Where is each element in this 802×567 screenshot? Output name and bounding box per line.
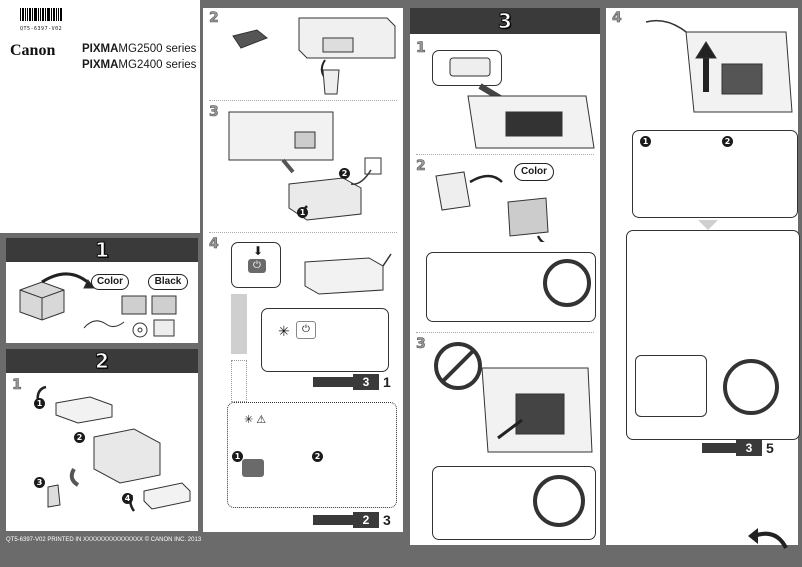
col2-substep-2: 2: [209, 10, 219, 27]
barcode: [20, 8, 62, 21]
lock-check-panel: [626, 230, 800, 440]
progress-down-arrow: [231, 294, 247, 354]
divider-1: [209, 100, 397, 101]
cartridge-holder-illustration: [449, 57, 595, 149]
step2-number: 2: [95, 349, 110, 374]
model-line-1: PIXMAMG2500 series: [82, 43, 196, 55]
step3-divider-1: [416, 154, 594, 155]
step1-number: 1: [95, 238, 110, 263]
step4-circle-2: 2: [722, 136, 733, 147]
model-line-1-rest: MG2500 series: [118, 43, 197, 55]
progress-dotted-arrow: [231, 360, 247, 402]
cartridge-unpack-illustration: [435, 171, 549, 242]
step2-circle-1: 1: [34, 398, 45, 409]
step3-substep-3: 3: [416, 336, 426, 353]
step1-header: 1: [6, 238, 198, 263]
power-light-panel: ✳ ⏻: [261, 308, 389, 372]
goto-step-2-3-box: 2: [353, 512, 379, 528]
goto-step-3-5[interactable]: 3 5: [702, 440, 798, 456]
step4-substep: 4: [612, 10, 622, 27]
column2-panel: 2 3 2 1 4 ⏻ ⬇: [203, 8, 403, 532]
arrow-down-icon: ⬇: [253, 244, 264, 258]
power-button[interactable]: ⏻: [248, 259, 266, 273]
step4-circle-1: 1: [640, 136, 651, 147]
turn-page-icon[interactable]: [746, 524, 790, 552]
box-unpack-illustration: [19, 272, 177, 338]
step4-panel: 4 1 2 3 5: [606, 8, 800, 549]
col2-circle-error-1: 1: [232, 451, 243, 462]
printer-open-illustration: [36, 385, 191, 512]
step3-header: 3: [410, 8, 600, 34]
insert-cartridge-illustration: [434, 342, 593, 453]
goto-step-3-1[interactable]: 3 1: [313, 374, 403, 390]
col2-circle-error-2: 2: [312, 451, 323, 462]
goto-step-3-5-sub: 5: [766, 440, 774, 456]
model-line-2-bold: PIXMA: [82, 59, 119, 71]
step2-header: 2: [6, 349, 198, 374]
goto-step-3-1-box: 3: [353, 374, 379, 390]
tape-removal-panel: [426, 252, 596, 322]
remove-tape-illustration: [232, 17, 396, 95]
error-lamp-panel: ✳ ⚠ 1 2: [227, 402, 397, 508]
goto-step-3-1-sub: 1: [383, 374, 391, 390]
step2-circle-4: 4: [122, 493, 133, 504]
col2-circle-step3-1: 1: [297, 207, 308, 218]
goto-step-2-3[interactable]: 2 3: [313, 512, 403, 528]
not-latched-icon: [723, 359, 779, 415]
step3-substep-1: 1: [416, 40, 426, 57]
goto-step-3-5-box: 3: [736, 440, 762, 456]
do-not-touch-icon: [543, 259, 591, 307]
step3-color-label: Color: [514, 163, 554, 181]
step3-panel: 3 1 2 Color 3: [410, 8, 600, 545]
model-line-1-bold: PIXMA: [82, 43, 119, 55]
model-line-2-rest: MG2400 series: [118, 59, 197, 71]
model-line-2: PIXMAMG2400 series: [82, 59, 196, 71]
brand-logo: Canon: [10, 42, 56, 59]
lock-cartridge-detail: [632, 130, 798, 218]
chevron-down-icon: [698, 220, 718, 230]
col2-substep-3: 3: [209, 104, 219, 121]
cover-panel: QT5-6397-V02 Canon PIXMAMG2500 series PI…: [0, 0, 200, 233]
step2-circle-3: 3: [34, 477, 45, 488]
close-cover-illustration: [645, 19, 793, 113]
black-label: Black: [148, 274, 188, 290]
col2-circle-step3-2: 2: [339, 168, 350, 179]
do-not-touch-icon-2: [533, 475, 585, 527]
barcode-text: QT5-6397-V02: [20, 26, 63, 32]
power-button-panel: ⏻ ⬇: [231, 242, 281, 288]
step2-circle-2: 2: [74, 432, 85, 443]
error-lamp-icon: ✳ ⚠: [244, 414, 267, 426]
latched-example: [635, 355, 707, 417]
goto-step-2-3-sub: 3: [383, 512, 391, 528]
divider-2: [209, 232, 397, 233]
printer-front-illustration: [304, 253, 392, 295]
footer-text: QT5-6397-V02 PRINTED IN XXXXXXXXXXXXXXX …: [6, 537, 202, 543]
resume-button[interactable]: [242, 459, 264, 477]
col2-substep-4: 4: [209, 236, 219, 253]
color-label: Color: [91, 274, 129, 290]
step3-substep-2: 2: [416, 158, 426, 175]
step3-divider-2: [416, 332, 594, 333]
power-icon: ⏻: [296, 321, 316, 339]
insert-cartridge-detail: [432, 466, 596, 540]
step2-panel: 2 1 1 2 3 4: [6, 349, 198, 531]
power-lamp-blink-icon: ✳: [278, 323, 290, 339]
step3-number: 3: [498, 9, 513, 34]
step2-substep-1: 1: [12, 377, 22, 394]
power-cord-illustration: [228, 111, 382, 221]
step1-panel: 1 Color Black: [6, 238, 198, 343]
